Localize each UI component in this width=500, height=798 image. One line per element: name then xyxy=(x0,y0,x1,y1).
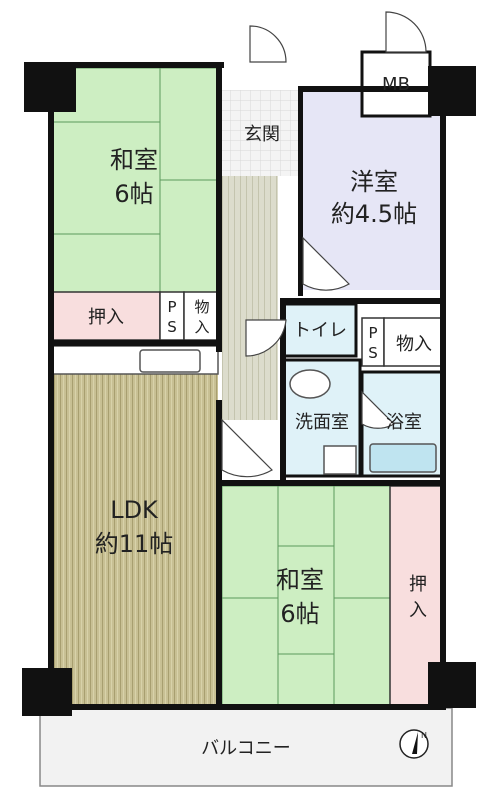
monoire-left-1: 物 xyxy=(194,298,209,316)
ldk-size: 約11帖 xyxy=(95,530,174,558)
washitsu-bottom-room xyxy=(221,485,391,709)
washitsu-top-name: 和室 xyxy=(110,146,158,174)
monoire-right-label: 物入 xyxy=(396,334,432,355)
column-tl xyxy=(24,62,76,112)
washitsu-bottom-name: 和室 xyxy=(276,566,324,594)
yoshitsu-size: 約4.5帖 xyxy=(331,200,417,228)
toilet-floor xyxy=(282,302,358,358)
senmenshitsu-label: 洗面室 xyxy=(295,412,349,433)
ps-left-s: S xyxy=(167,318,177,336)
kitchen-sink xyxy=(139,349,201,373)
ldk-name: LDK xyxy=(110,496,159,524)
doors xyxy=(221,11,427,478)
north-compass-icon: N xyxy=(399,729,429,759)
genkan-label: 玄関 xyxy=(244,124,280,145)
yoshitsu-name: 洋室 xyxy=(350,168,398,196)
balcony-label: バルコニー xyxy=(201,738,291,759)
washbasin xyxy=(289,369,331,399)
yokushitsu-label: 浴室 xyxy=(386,412,422,433)
yoshitsu-floor xyxy=(302,90,444,290)
washing-machine-pan xyxy=(323,445,357,475)
monoire-left-2: 入 xyxy=(194,318,209,336)
ldk-floor xyxy=(52,374,218,708)
column-br xyxy=(428,662,476,708)
oshiire-right-2: 入 xyxy=(409,600,427,621)
washitsu-top-size: 6帖 xyxy=(114,180,153,208)
walls xyxy=(48,62,448,710)
oshiire-right-1: 押 xyxy=(409,574,427,595)
ps-right-s: S xyxy=(368,344,378,362)
bathtub xyxy=(369,443,437,473)
ps-right-p: P xyxy=(368,324,377,342)
washitsu-bottom-size: 6帖 xyxy=(280,600,319,628)
monoire-right-area xyxy=(383,317,445,367)
oshiire-left-label: 押入 xyxy=(88,307,124,328)
ps-left-p: P xyxy=(167,298,176,316)
column-tr xyxy=(428,66,476,116)
balcony-floor xyxy=(39,707,453,787)
toilet-label: トイレ xyxy=(293,320,347,341)
column-bl xyxy=(22,668,72,716)
mb-box xyxy=(360,50,432,118)
svg-text:N: N xyxy=(421,731,427,740)
mb-label: MB xyxy=(382,74,410,95)
genkan-floor xyxy=(222,90,298,176)
